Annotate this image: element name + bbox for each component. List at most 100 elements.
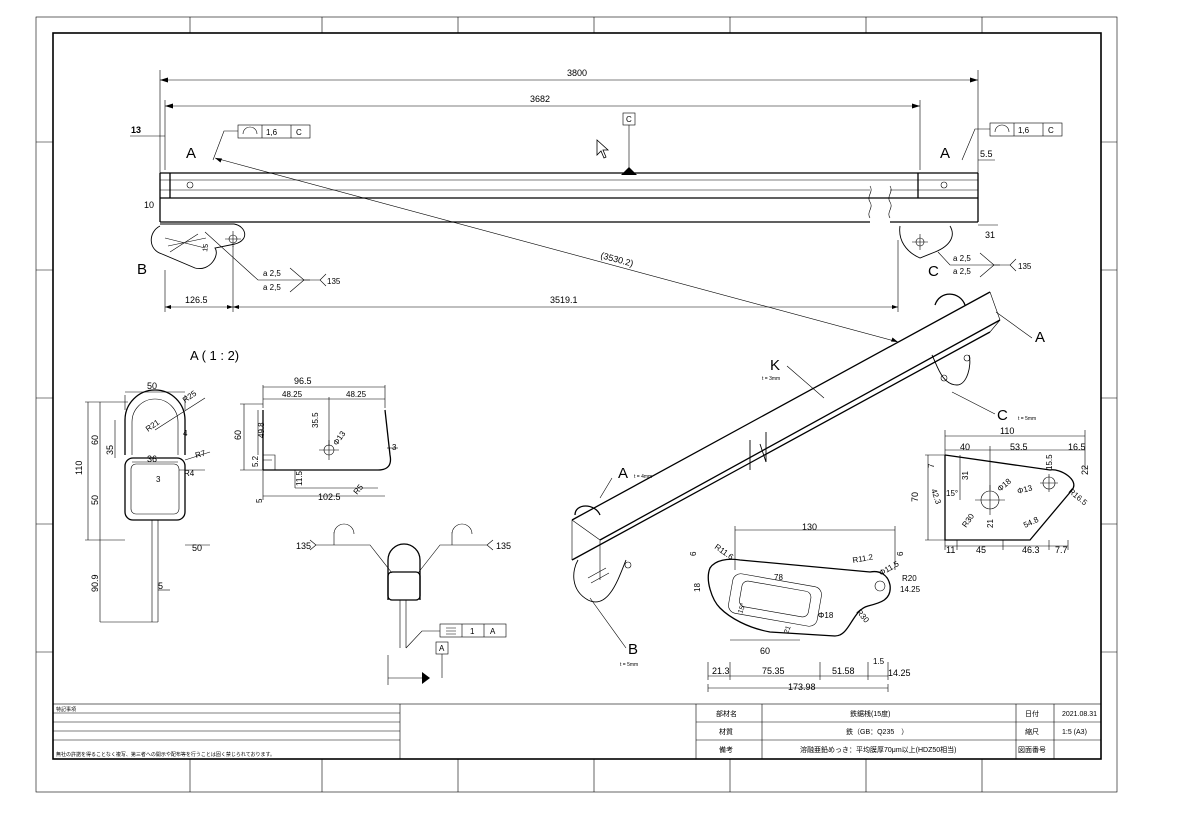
mouse-cursor-icon	[596, 139, 610, 159]
svg-text:a 2,5: a 2,5	[953, 254, 971, 263]
svg-text:Φ11.5: Φ11.5	[878, 559, 901, 578]
svg-text:16.5: 16.5	[1068, 442, 1086, 452]
dim-3519-1: 3519.1	[550, 295, 578, 305]
svg-text:5.2: 5.2	[251, 455, 260, 467]
svg-text:135: 135	[296, 541, 311, 551]
svg-text:t = 5mm: t = 5mm	[1018, 416, 1036, 422]
value-part-name: 鉄鋸桟(15度)	[850, 709, 890, 718]
label-part-name: 部材名	[716, 709, 737, 718]
svg-text:48.25: 48.25	[346, 390, 367, 399]
svg-text:11: 11	[946, 545, 955, 555]
svg-text:R21: R21	[144, 418, 162, 434]
dim-3800: 3800	[567, 68, 587, 78]
svg-text:102.5: 102.5	[318, 492, 341, 502]
svg-text:A: A	[490, 627, 496, 636]
svg-text:60: 60	[760, 646, 770, 656]
plate-c-detail: 110 40 53.5 16.5 22 70 7 31 15.5 21 15° …	[910, 426, 1090, 555]
svg-text:1,6: 1,6	[1018, 126, 1030, 135]
svg-text:4: 4	[183, 429, 188, 438]
svg-text:135: 135	[327, 277, 341, 286]
svg-text:R16.5: R16.5	[1067, 487, 1090, 508]
svg-text:18: 18	[693, 583, 702, 592]
isometric-view: K t = 3mm A A t = 4mm B t = 5mm C t = 5m…	[571, 291, 1045, 668]
svg-text:日付: 日付	[1025, 709, 1039, 718]
weld-symbol-left: a 2,5 a 2,5 135	[204, 231, 341, 293]
svg-text:15°: 15°	[946, 489, 958, 498]
weld-detail: 135 135 1 A A	[296, 523, 511, 685]
svg-text:図面番号: 図面番号	[1018, 746, 1046, 754]
lug-b-left: 15	[150, 223, 246, 270]
section-a-view: 50 110 60 50 35 R25 R21 4 36 R7 R4 3 50 …	[74, 381, 211, 623]
svg-text:縮尺: 縮尺	[1025, 727, 1039, 736]
svg-text:6: 6	[689, 551, 698, 556]
dim-lug-15: 15	[202, 243, 210, 252]
svg-text:R5: R5	[352, 482, 366, 496]
svg-text:50: 50	[192, 543, 202, 553]
svg-text:40: 40	[960, 442, 970, 452]
svg-text:t = 4mm: t = 4mm	[634, 474, 652, 480]
svg-text:90.9: 90.9	[90, 574, 100, 592]
svg-text:35: 35	[105, 445, 115, 455]
svg-text:Φ18: Φ18	[996, 476, 1014, 493]
dim-3682: 3682	[530, 94, 550, 104]
label-a-right: A	[940, 145, 950, 162]
svg-text:R30: R30	[960, 512, 976, 530]
label-material: 材質	[719, 727, 733, 736]
svg-text:R4: R4	[184, 469, 195, 478]
profile-callout-left: 1,6 C	[212, 124, 311, 161]
label-c: C	[928, 263, 939, 280]
svg-text:110: 110	[1000, 426, 1014, 436]
svg-text:1.5: 1.5	[873, 657, 885, 666]
svg-text:3: 3	[392, 443, 397, 452]
dim-diagonal: (3530.2)	[599, 250, 634, 268]
svg-text:49.8: 49.8	[257, 422, 266, 438]
svg-text:1: 1	[470, 627, 475, 636]
svg-text:R25: R25	[181, 389, 199, 405]
svg-text:1,6: 1,6	[266, 128, 278, 137]
svg-text:60: 60	[233, 430, 243, 440]
svg-text:173.98: 173.98	[788, 682, 816, 692]
svg-text:22: 22	[1080, 465, 1090, 475]
svg-text:42.3: 42.3	[929, 488, 943, 506]
plate-b-detail: 130 6 6 R11.6 R11.2 78 Φ11.5 R20 14.25 1…	[689, 522, 921, 692]
svg-text:R20: R20	[902, 574, 917, 583]
svg-text:110: 110	[74, 461, 84, 475]
svg-text:36: 36	[147, 454, 157, 464]
svg-text:C: C	[296, 128, 302, 137]
label-k: K	[770, 357, 780, 374]
svg-text:A: A	[439, 644, 445, 653]
svg-text:a 2,5: a 2,5	[953, 267, 971, 276]
svg-text:a 2,5: a 2,5	[263, 269, 281, 278]
svg-text:R30: R30	[854, 608, 871, 625]
svg-text:t = 3mm: t = 3mm	[762, 376, 780, 382]
svg-text:135: 135	[496, 541, 511, 551]
svg-text:Φ18: Φ18	[818, 611, 834, 620]
lug-c-right	[899, 225, 953, 259]
svg-text:Φ13: Φ13	[331, 429, 347, 447]
svg-text:21: 21	[986, 519, 995, 528]
label-a-iso-top: A	[1035, 329, 1045, 346]
dim-10: 10	[144, 200, 154, 210]
dim-13: 13	[131, 125, 141, 135]
copyright-note: 無社の許諾を得ることなく複写、第三者への開示や配布等を行うことは固く禁じられてお…	[56, 751, 275, 758]
lug-side-view: 96.5 48.25 48.25 60 49.8 35.5 Φ13 3 5.2 …	[233, 376, 398, 503]
value-date: 2021.08.31	[1062, 711, 1097, 718]
svg-text:96.5: 96.5	[294, 376, 312, 386]
svg-text:14.25: 14.25	[888, 668, 911, 678]
svg-text:C: C	[1048, 126, 1054, 135]
dim-126-5: 126.5	[185, 295, 208, 305]
svg-text:45: 45	[976, 545, 986, 555]
svg-text:53.5: 53.5	[1010, 442, 1028, 452]
svg-text:a 2,5: a 2,5	[263, 283, 281, 292]
svg-text:R11.2: R11.2	[852, 552, 875, 565]
svg-text:75.35: 75.35	[762, 666, 785, 676]
weld-symbol-right: a 2,5 a 2,5 135	[937, 251, 1032, 278]
svg-text:130: 130	[802, 522, 817, 532]
svg-text:7.7: 7.7	[1055, 545, 1068, 555]
svg-text:14.25: 14.25	[900, 585, 921, 594]
svg-text:51.58: 51.58	[832, 666, 855, 676]
profile-callout-right: 1,6 C	[961, 122, 1063, 161]
label-a-iso-left: A	[618, 465, 628, 482]
title-block: 特記事項 無社の許諾を得ることなく複写、第三者への開示や配布等を行うことは固く禁…	[52, 703, 1102, 760]
